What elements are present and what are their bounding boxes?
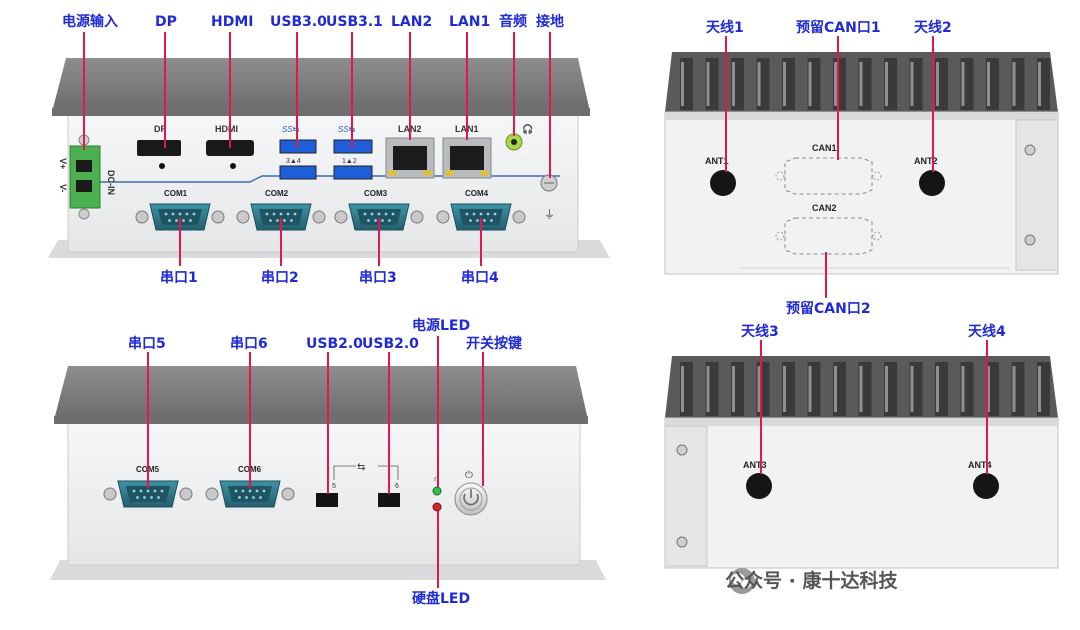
com1-connector[interactable] xyxy=(135,203,225,231)
antenna-port-4[interactable] xyxy=(973,473,999,499)
com-port-4-label: 串口4 xyxy=(461,270,499,286)
audio-label: 音频 xyxy=(499,14,527,30)
svg-text:⏻: ⏻ xyxy=(465,470,473,481)
power-led-label: 电源LED xyxy=(412,318,471,334)
side-view-device-1: ANT1 ANT2 CAN1 CAN2 xyxy=(664,52,1059,275)
com5-connector[interactable] xyxy=(103,480,193,508)
ant2-text: ANT2 xyxy=(914,156,938,166)
usb20-label-a: USB2.0 xyxy=(306,336,363,352)
lan2-label: LAN2 xyxy=(391,14,433,30)
usb31-label: USB3.1 xyxy=(326,14,383,30)
reserved-can2-label: 预留CAN口2 xyxy=(786,301,871,317)
com3-text: COM3 xyxy=(364,189,388,198)
com2-connector[interactable] xyxy=(236,203,326,231)
dp-port[interactable] xyxy=(137,140,181,156)
com-port-1-label: 串口1 xyxy=(160,270,198,286)
watermark-text: 公众号 · 康十达科技 xyxy=(725,570,898,592)
svg-text:⇆: ⇆ xyxy=(357,462,365,473)
com6-connector[interactable] xyxy=(205,480,295,508)
side-view-device-2: ANT3 ANT4 xyxy=(664,356,1059,569)
com-port-6-label: 串口6 xyxy=(230,336,268,352)
antenna-port-3[interactable] xyxy=(746,473,772,499)
com1-text: COM1 xyxy=(164,189,188,198)
usb-text-a: 3▲4 xyxy=(286,158,301,165)
com-port-2-label: 串口2 xyxy=(261,270,299,286)
v-plus-text: V+ xyxy=(58,158,68,169)
ground-label: 接地 xyxy=(536,14,564,30)
usb30-port-b[interactable] xyxy=(279,165,317,180)
usb30-label: USB3.0 xyxy=(270,14,327,30)
dc-in-text: DC-IN xyxy=(106,170,116,195)
can1-text: CAN1 xyxy=(812,143,837,153)
back-panel-device: COM5 COM6 ⇆ 5 6 ♁ ⏻ xyxy=(50,366,606,580)
ant1-text: ANT1 xyxy=(705,156,729,166)
svg-text:🎧: 🎧 xyxy=(522,123,533,134)
com2-text: COM2 xyxy=(265,189,289,198)
leader-lines xyxy=(83,32,988,588)
svg-text:♁: ♁ xyxy=(432,474,438,483)
ant3-text: ANT3 xyxy=(743,460,767,470)
usb6-text: 6 xyxy=(395,483,399,490)
lan1-label: LAN1 xyxy=(449,14,491,30)
dp-label: DP xyxy=(155,14,177,30)
antenna-1-label: 天线1 xyxy=(706,20,744,36)
can1-knockout xyxy=(784,157,873,195)
front-panel-device: DC-IN V+ V- DP HDMI SS⇆ 3▲4 SS⇆ 1▲2 LAN2… xyxy=(48,58,610,258)
usb-text-b: 1▲2 xyxy=(342,158,357,165)
ant4-text: ANT4 xyxy=(968,460,992,470)
com-port-5-label: 串口5 xyxy=(128,336,166,352)
power-led xyxy=(432,486,442,496)
com4-text: COM4 xyxy=(465,189,489,198)
hdd-led-label: 硬盘LED xyxy=(412,591,471,607)
can2-text: CAN2 xyxy=(812,203,837,213)
antenna-4-label: 天线4 xyxy=(968,324,1006,340)
v-minus-text: V- xyxy=(58,184,68,193)
power-input-label: 电源输入 xyxy=(62,14,118,30)
antenna-port-2[interactable] xyxy=(919,170,945,196)
can2-knockout xyxy=(784,217,873,255)
svg-text:SS⇆: SS⇆ xyxy=(338,125,356,134)
svg-text:⏚: ⏚ xyxy=(544,208,555,221)
usb20-label-b: USB2.0 xyxy=(362,336,419,352)
antenna-2-label: 天线2 xyxy=(914,20,952,36)
com-port-3-label: 串口3 xyxy=(359,270,397,286)
svg-text:SS⇆: SS⇆ xyxy=(282,125,300,134)
antenna-port-1[interactable] xyxy=(710,170,736,196)
com4-connector[interactable] xyxy=(436,203,526,231)
usb31-port-b[interactable] xyxy=(333,165,373,180)
hdmi-label: HDMI xyxy=(211,14,254,30)
hdd-led xyxy=(432,502,442,512)
usb5-text: 5 xyxy=(332,483,336,490)
hdmi-text: HDMI xyxy=(215,124,238,134)
antenna-3-label: 天线3 xyxy=(741,324,779,340)
reserved-can1-label: 预留CAN口1 xyxy=(796,20,881,36)
wechat-icon xyxy=(729,568,755,594)
dp-text: DP xyxy=(154,124,167,134)
power-button-label: 开关按键 xyxy=(466,336,522,352)
usb20-port-6[interactable] xyxy=(378,493,400,507)
usb20-port-5[interactable] xyxy=(316,493,338,507)
com3-connector[interactable] xyxy=(334,203,424,231)
